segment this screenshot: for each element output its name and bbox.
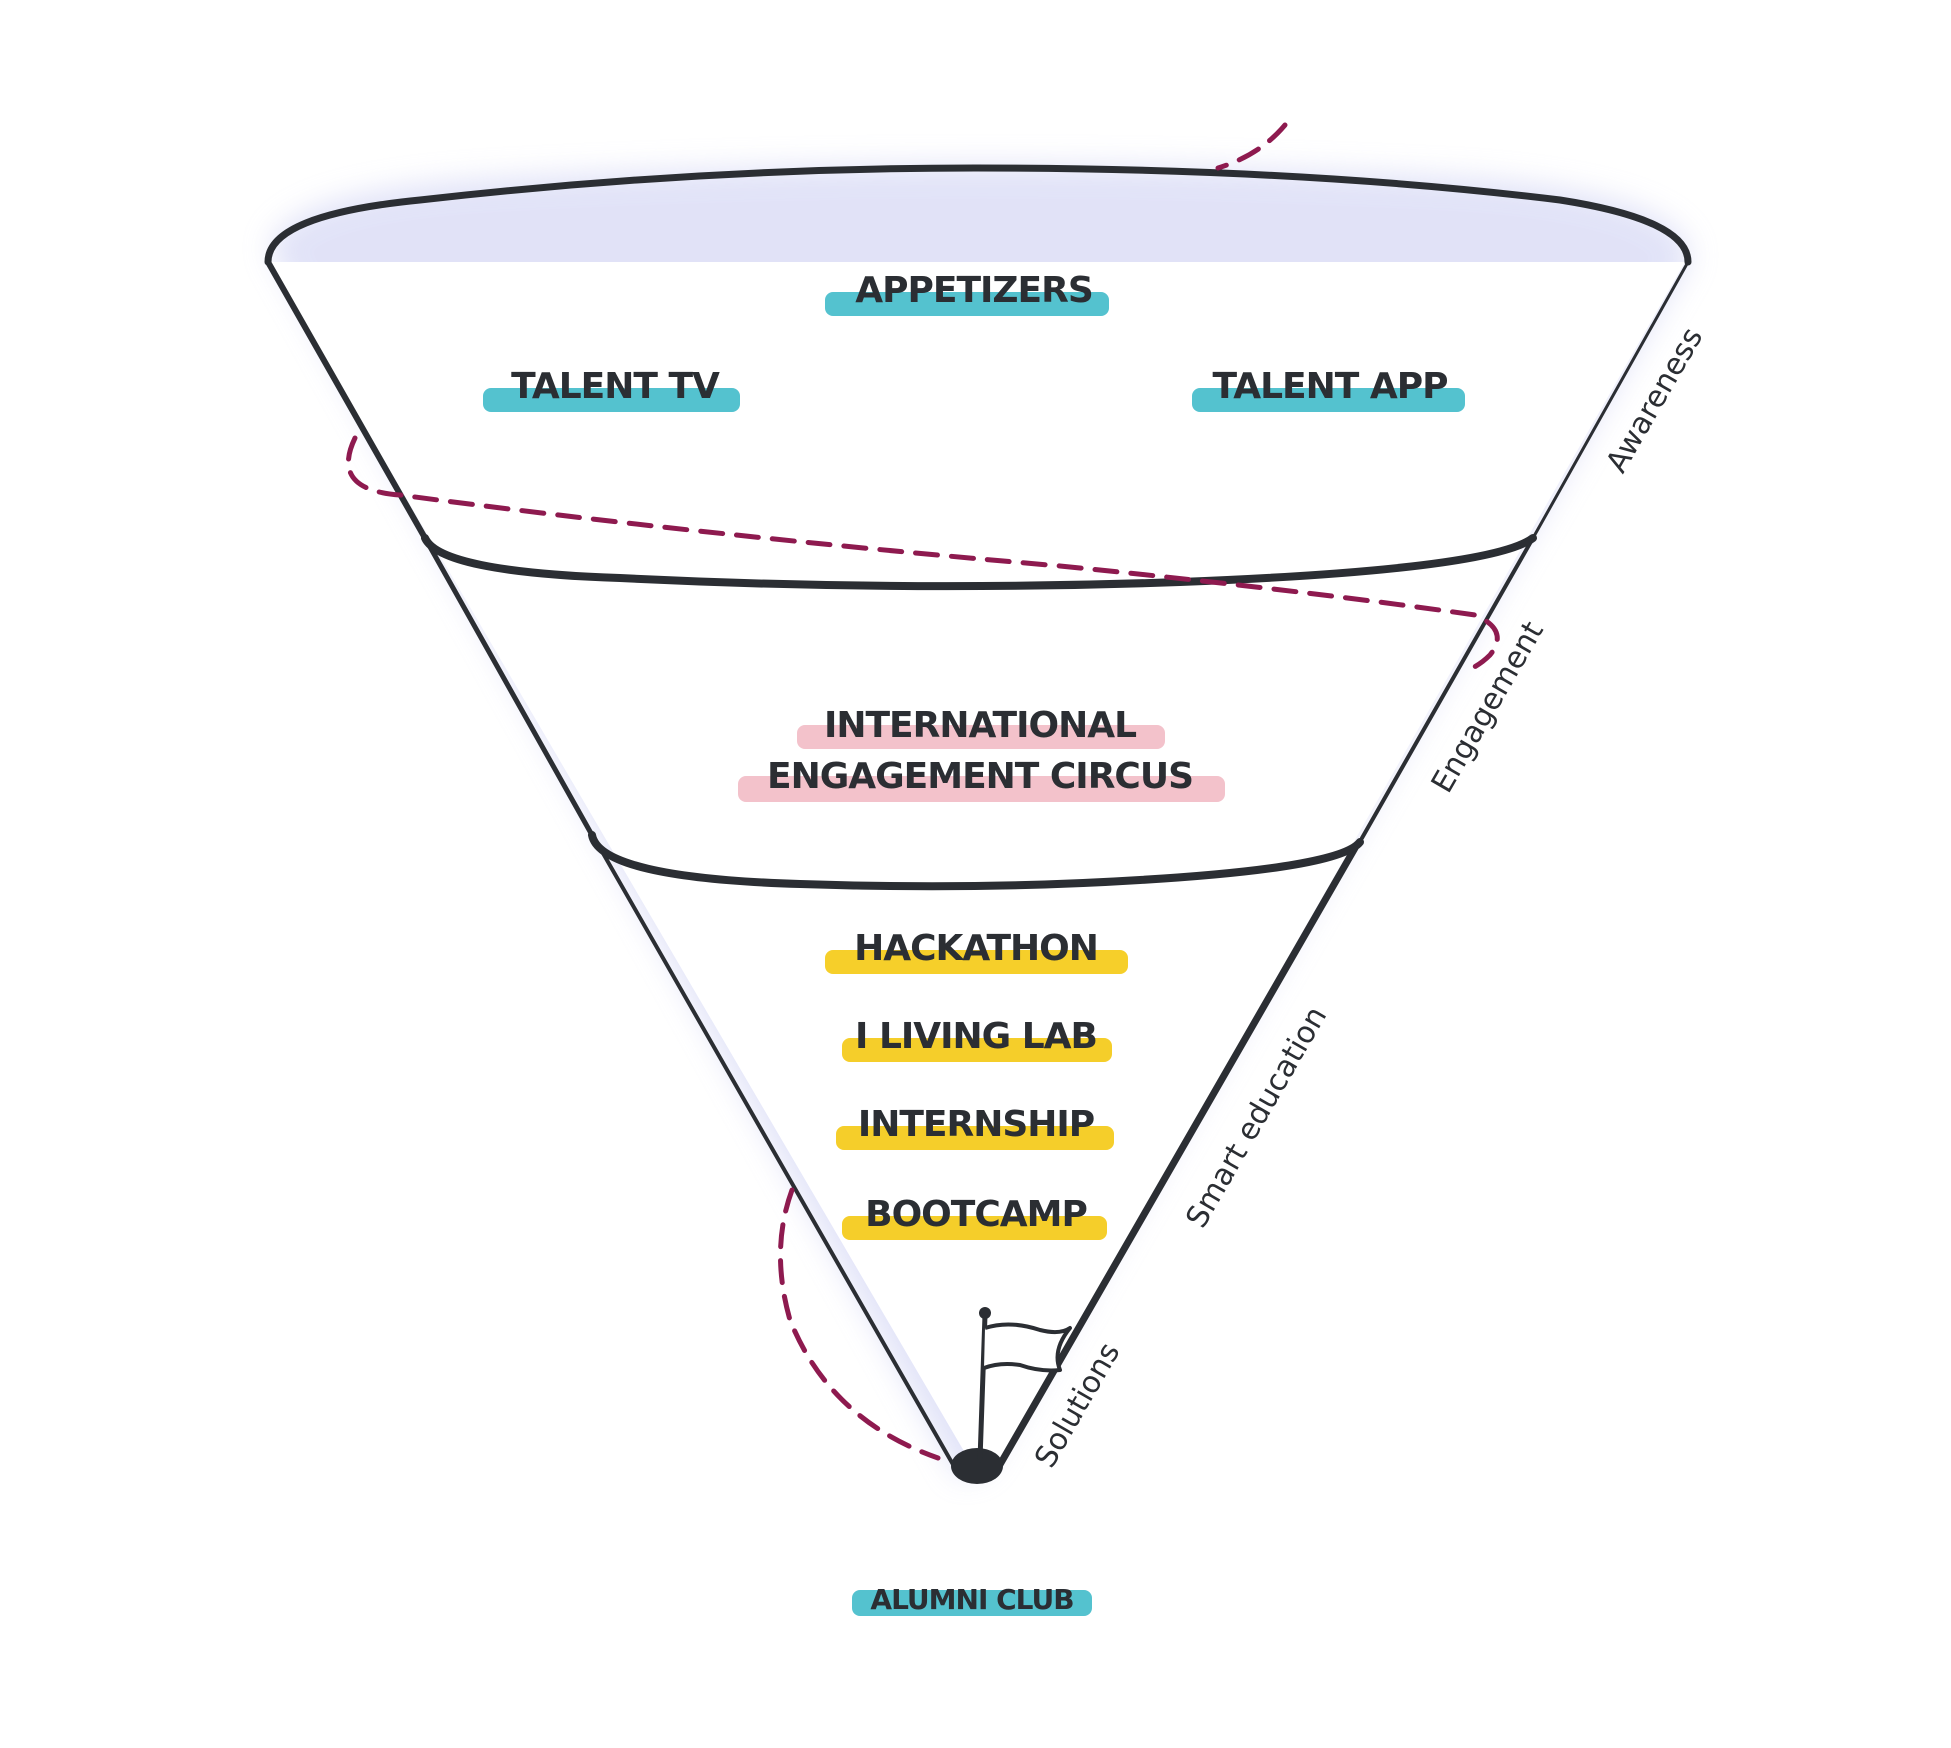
journey-path-top xyxy=(1215,122,1288,171)
journey-path-bottom xyxy=(778,1187,941,1461)
item-talent-app: TALENT APP xyxy=(1212,366,1447,407)
highlight-strokes xyxy=(483,292,1465,1616)
flag-icon xyxy=(977,1307,1072,1463)
item-iec-line1: INTERNATIONAL xyxy=(824,705,1136,746)
highlight-living-lab xyxy=(842,1038,1112,1062)
highlight-talent-app xyxy=(1192,388,1465,412)
funnel-left-edge xyxy=(265,259,428,541)
funnel-tip xyxy=(951,1448,1003,1484)
funnel-left-edge-low xyxy=(598,846,957,1470)
funnel-body xyxy=(268,262,1685,1480)
funnel-right-edge-mid xyxy=(1360,536,1535,840)
highlight-bootcamp xyxy=(842,1216,1107,1240)
funnel-left-edge-mid xyxy=(422,535,595,838)
item-alumni-club: ALUMNI CLUB xyxy=(870,1583,1073,1616)
item-talent-tv: TALENT TV xyxy=(511,366,720,407)
highlight-internship xyxy=(836,1126,1114,1150)
layer-divider-engagement xyxy=(588,831,1364,891)
item-internship: INTERNSHIP xyxy=(858,1104,1094,1145)
highlight-iec-line1 xyxy=(797,725,1165,749)
journey-path-middle xyxy=(345,435,1500,673)
layer-divider-awareness xyxy=(421,534,1537,591)
item-living-lab: I LIVING LAB xyxy=(855,1016,1097,1057)
highlight-hackathon xyxy=(825,950,1128,974)
highlight-iec-line2 xyxy=(738,776,1225,802)
item-iec-line2: ENGAGEMENT CIRCUS xyxy=(767,756,1193,797)
highlight-talent-tv xyxy=(483,388,740,412)
funnel-top-rim xyxy=(264,164,1692,266)
item-hackathon: HACKATHON xyxy=(854,928,1098,969)
funnel-right-edge-top xyxy=(1531,260,1690,540)
item-bootcamp: BOOTCAMP xyxy=(865,1194,1087,1235)
highlight-appetizers xyxy=(825,292,1109,316)
highlight-alumni-club xyxy=(852,1590,1092,1616)
item-appetizers: APPETIZERS xyxy=(855,270,1093,311)
